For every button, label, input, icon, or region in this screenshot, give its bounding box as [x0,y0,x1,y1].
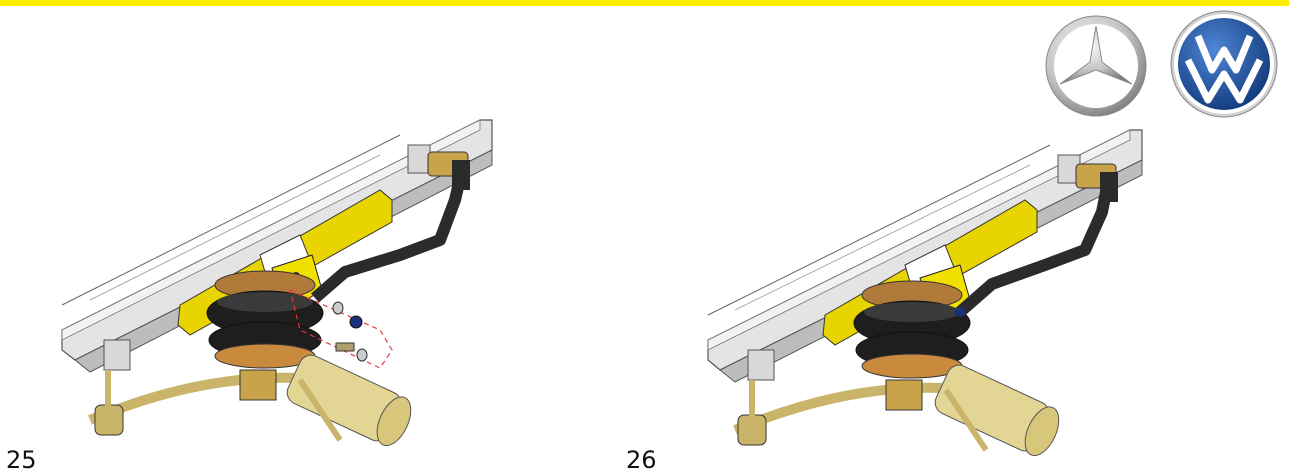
figure-number-26: 26 [626,446,657,474]
mercedes-star-icon [1040,12,1152,120]
axle-and-shock [733,364,1060,457]
figure-26: 26 [620,0,1160,474]
vw-logo-icon [1168,6,1280,122]
axle-and-shock [88,354,412,447]
air-spring-bellows [853,280,971,379]
air-spring-bellows [206,270,324,369]
figure-25: 25 [0,0,520,474]
figure-25-drawing [61,119,493,447]
figure-number-25: 25 [6,446,37,474]
figure-26-drawing [707,129,1143,457]
leaf-spring-arm [955,163,1118,317]
leaf-spring-arm [311,151,470,303]
exploded-fastener-parts [289,288,393,369]
top-accent-bar [0,0,1289,6]
